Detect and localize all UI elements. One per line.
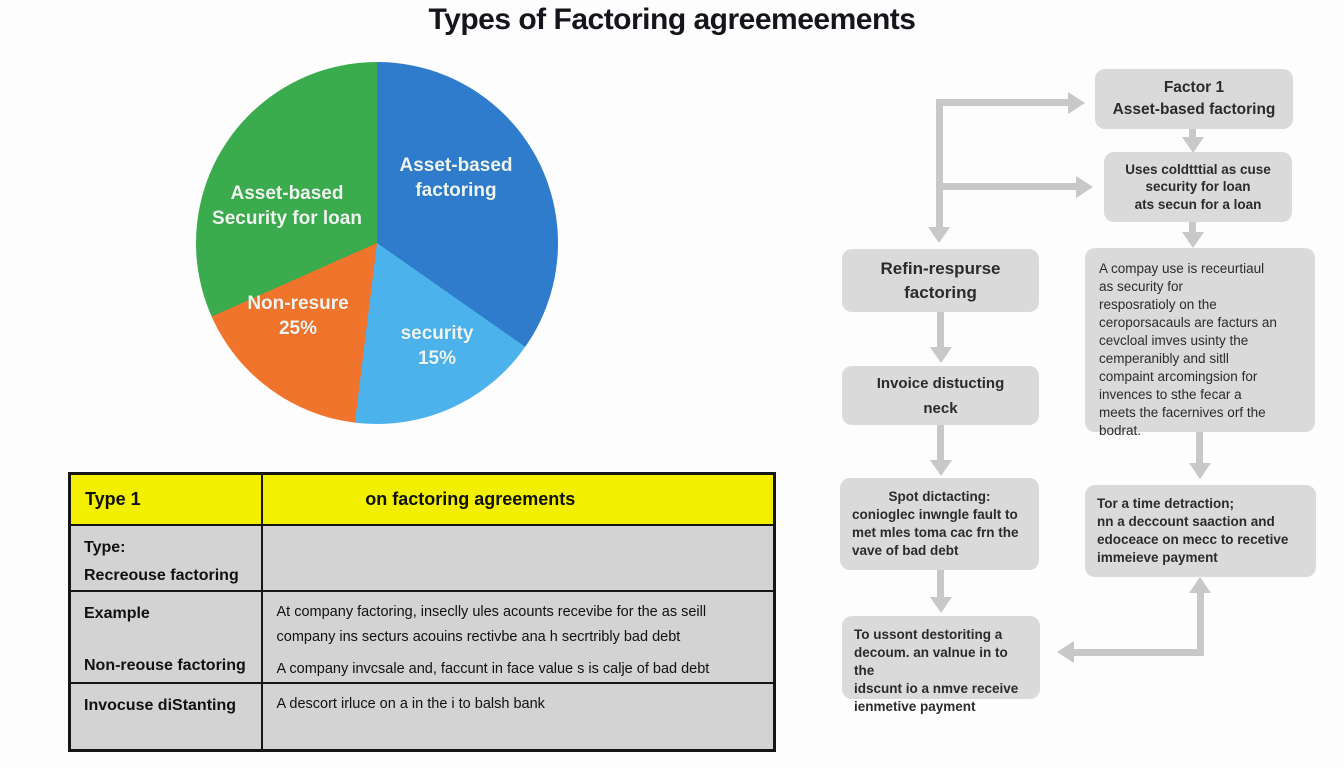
table-cell-empty [260,523,776,592]
arrowhead-down-to-bigbox [1182,232,1204,248]
connector-invoice-to-spot [937,425,944,462]
connector-refn-to-invoice [937,312,944,349]
factoring-table: Type 1 on factoring agreements Type:Recr… [68,472,776,752]
connector-branch-to-factor1 [936,99,1068,106]
connector-branch-to-uses [936,183,1076,190]
table-cell-example-text: At company factoring, inseclly ules acou… [260,589,776,684]
arrowhead-down-to-tossont [930,597,952,613]
connector-uses-to-bigbox [1189,222,1196,234]
table-header-row: Type 1 on factoring agreements [68,472,776,526]
connector-elbow-vertical [1197,593,1204,655]
arrowhead-down-to-refn [928,227,950,243]
arrowhead-down-to-uses [1182,137,1204,153]
table-header-description: on factoring agreements [260,472,776,526]
connector-elbow-horizontal [1074,649,1204,656]
arrowhead-up-to-tor [1189,577,1211,593]
arrowhead-right-to-factor1 [1068,92,1085,114]
arrowhead-left-to-tossont [1057,641,1074,663]
connector-factor1-to-uses [1189,129,1196,139]
arrowhead-down-to-tor [1189,463,1211,479]
connector-bigbox-to-tor [1196,432,1203,465]
table-row: Invocuse diStanting A descort irluce on … [68,681,776,752]
table-cell-invocuse: Invocuse diStanting [68,681,263,752]
arrowhead-down-to-spot [930,460,952,476]
table-cell-invocuse-text: A descort irluce on a in the i to balsh … [260,681,776,752]
page-title: Types of Factoring agreemeements [428,3,916,36]
flow-box-spot-dictacting: Spot dictacting:conioglec inwngle fault … [840,478,1039,570]
connector-spot-to-tossont [937,570,944,599]
table-header-type: Type 1 [68,472,263,526]
flow-box-time-detraction: Tor a time detraction;nn a deccount saac… [1085,485,1316,577]
arrowhead-right-to-uses [1076,176,1093,198]
table-cell-type-recreouse: Type:Recreouse factoring [68,523,263,592]
arrowhead-down-to-invoice [930,347,952,363]
connector-trunk-vertical [936,100,943,228]
table-row: Type:Recreouse factoring [68,523,776,592]
